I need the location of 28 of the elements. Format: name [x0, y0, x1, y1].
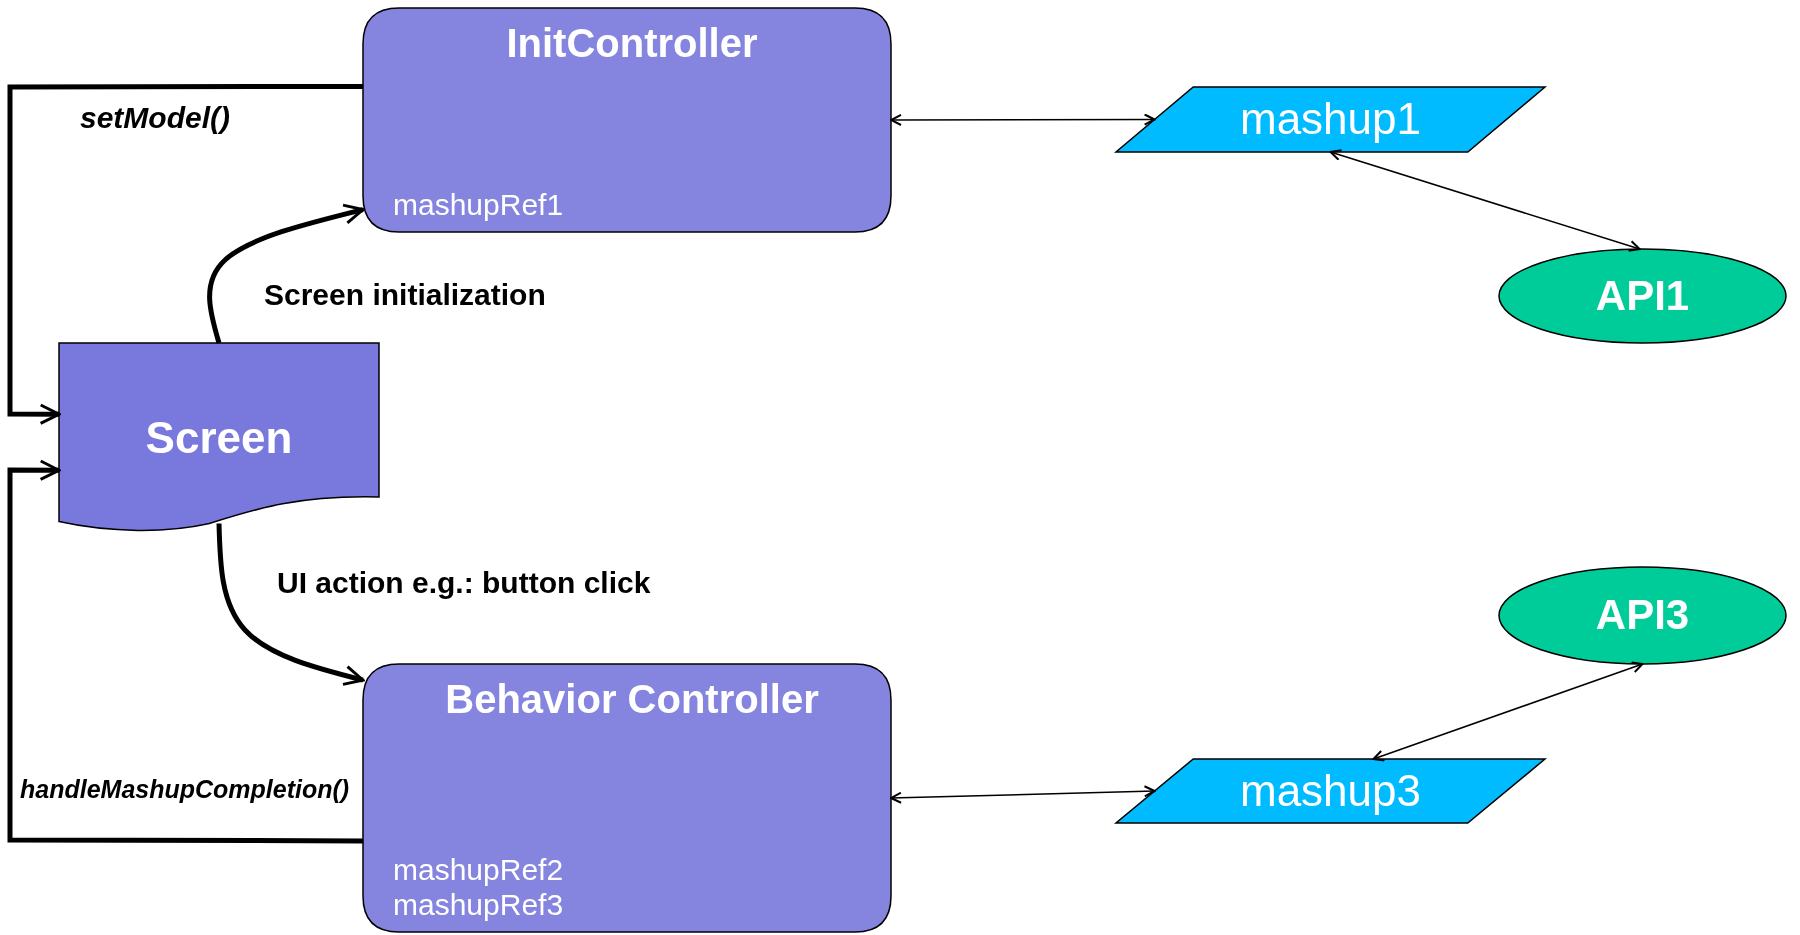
box-title: mashup1: [1240, 94, 1421, 145]
document-shape: [59, 343, 379, 533]
edge-label: UI action e.g.: button click: [277, 566, 651, 600]
box-title: mashup3: [1240, 765, 1421, 817]
box-title: InitController: [506, 20, 758, 66]
box-title: API3: [1595, 591, 1690, 640]
box-title: Behavior Controller: [445, 676, 819, 722]
edge-label: handleMashupCompletion(): [20, 775, 350, 804]
arrow: [890, 113, 1156, 126]
arrow: [1329, 149, 1641, 252]
arrow: [1372, 661, 1644, 762]
arrow: [216, 523, 365, 686]
box-title: Screen: [145, 412, 293, 464]
api-ellipse: [1499, 249, 1786, 343]
data-parallelogram: [1116, 759, 1545, 823]
arrow: [207, 203, 365, 344]
box-text: mashupRef1: [393, 187, 565, 222]
box-text: mashupRef2 mashupRef3: [393, 853, 565, 922]
api-ellipse: [1499, 567, 1786, 664]
arrow: [7, 459, 363, 844]
controller-box: [363, 8, 891, 232]
edge-label: setModel(): [80, 101, 230, 135]
arrow: [890, 785, 1156, 804]
controller-box: [363, 664, 891, 932]
edge-label: Screen initialization: [264, 278, 546, 312]
data-parallelogram: [1116, 87, 1545, 152]
box-title: API1: [1595, 271, 1690, 321]
arrow: [7, 83, 363, 425]
